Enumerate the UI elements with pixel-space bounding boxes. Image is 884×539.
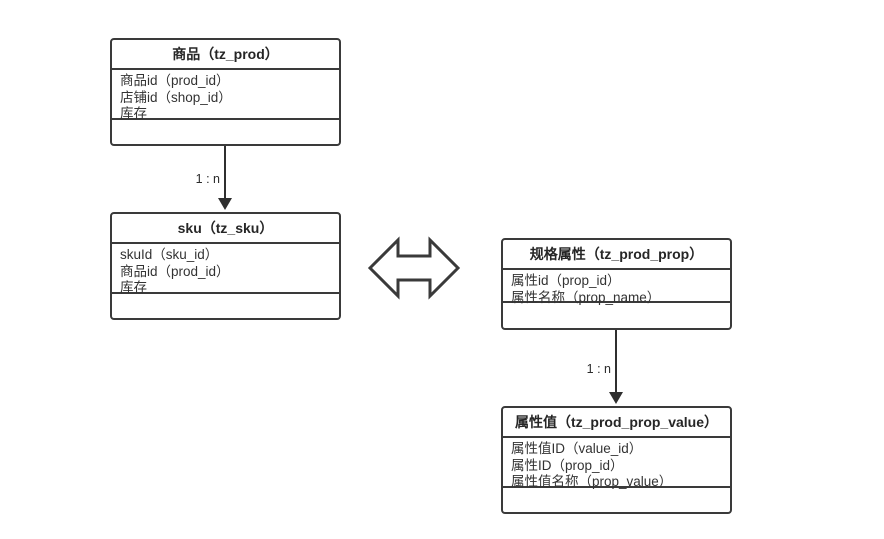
entity-footer-compartment bbox=[503, 488, 730, 512]
entity-tz-prod-prop[interactable]: 规格属性（tz_prod_prop） 属性id（prop_id） 属性名称（pr… bbox=[501, 238, 732, 330]
attribute-row: 属性名称（prop_name） bbox=[511, 289, 661, 305]
double-headed-arrow-icon bbox=[367, 236, 461, 300]
connector-label: 1 : n bbox=[586, 362, 611, 376]
attribute-row: skuId（sku_id） bbox=[120, 247, 219, 262]
arrowhead-icon bbox=[218, 198, 232, 210]
attribute-row: 属性值名称（prop_value） bbox=[511, 474, 673, 489]
entity-title: 商品（tz_prod） bbox=[112, 40, 339, 70]
attribute-row: 属性id（prop_id） bbox=[511, 273, 621, 288]
attribute-row: 库存 bbox=[120, 280, 147, 295]
connector-label: 1 : n bbox=[195, 172, 220, 186]
entity-attributes: 属性值ID（value_id） 属性ID（prop_id） 属性值名称（prop… bbox=[503, 438, 730, 489]
entity-title: 属性值（tz_prod_prop_value） bbox=[503, 408, 730, 438]
entity-attributes: skuId（sku_id） 商品id（prod_id） 库存 bbox=[112, 244, 339, 295]
arrowhead-icon bbox=[609, 392, 623, 404]
entity-footer-compartment bbox=[112, 294, 339, 318]
entity-tz-prod-prop-value[interactable]: 属性值（tz_prod_prop_value） 属性值ID（value_id） … bbox=[501, 406, 732, 514]
attribute-row: 库存 bbox=[120, 106, 147, 121]
entity-title: sku（tz_sku） bbox=[112, 214, 339, 244]
attribute-row: 商品id（prod_id） bbox=[120, 73, 230, 88]
attribute-row: 店铺id（shop_id） bbox=[120, 89, 232, 105]
relation-double-arrow bbox=[366, 236, 462, 300]
entity-attributes: 商品id（prod_id） 店铺id（shop_id） 库存 bbox=[112, 70, 339, 121]
entity-footer-compartment bbox=[112, 120, 339, 144]
entity-title: 规格属性（tz_prod_prop） bbox=[503, 240, 730, 270]
entity-tz-sku[interactable]: sku（tz_sku） skuId（sku_id） 商品id（prod_id） … bbox=[110, 212, 341, 320]
connector-line bbox=[615, 330, 617, 392]
attribute-row: 商品id（prod_id） bbox=[120, 263, 230, 279]
connector-line bbox=[224, 146, 226, 198]
entity-attributes: 属性id（prop_id） 属性名称（prop_name） bbox=[503, 270, 730, 305]
attribute-row: 属性ID（prop_id） bbox=[511, 457, 624, 473]
attribute-row: 属性值ID（value_id） bbox=[511, 441, 643, 456]
entity-footer-compartment bbox=[503, 303, 730, 327]
entity-tz-prod[interactable]: 商品（tz_prod） 商品id（prod_id） 店铺id（shop_id） … bbox=[110, 38, 341, 146]
